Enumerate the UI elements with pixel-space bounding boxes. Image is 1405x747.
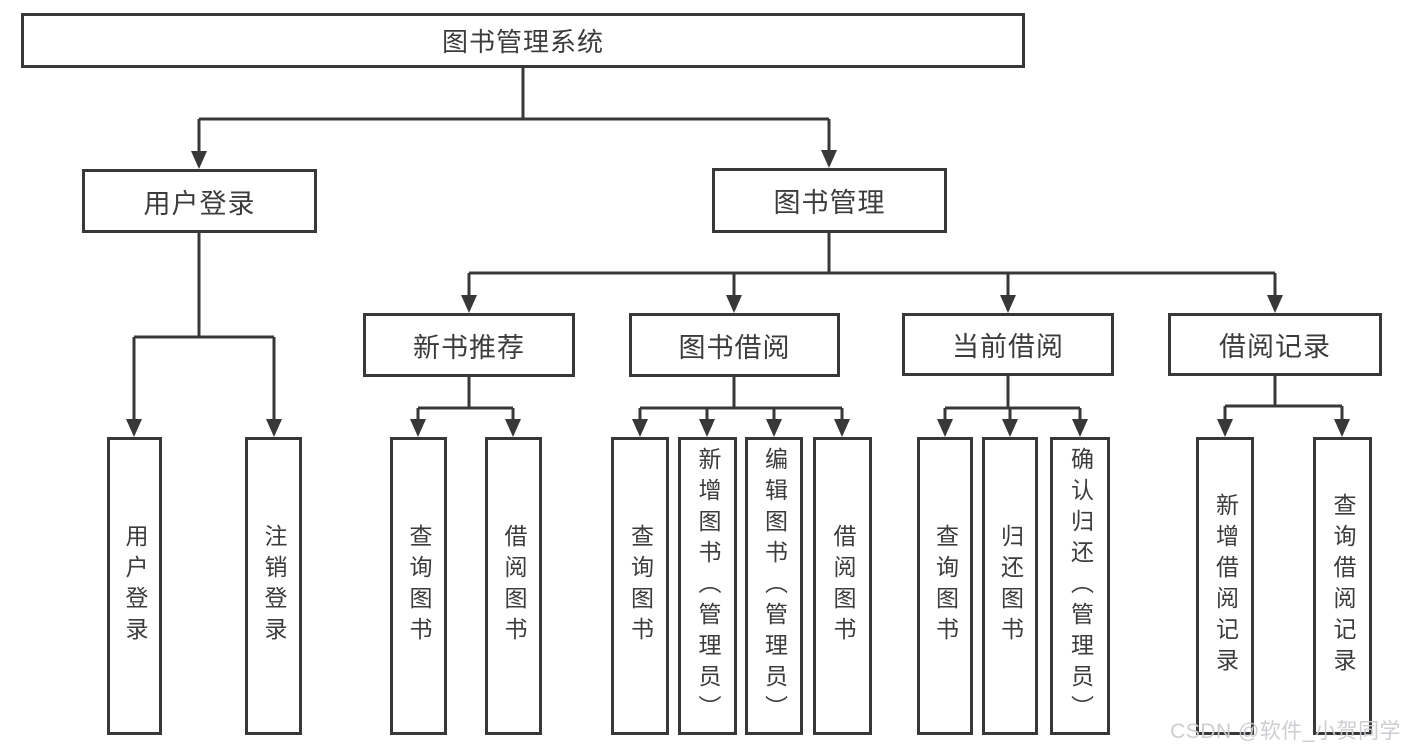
node-borrowing-records: 借阅记录 bbox=[1168, 313, 1382, 376]
node-new-book-recommend: 新书推荐 bbox=[363, 313, 575, 377]
leaf-return-books-label: 归还图书 bbox=[997, 524, 1024, 648]
leaf-confirm-return-admin: 确认归还（管理员） bbox=[1050, 437, 1110, 735]
node-library-system: 图书管理系统 bbox=[21, 13, 1025, 68]
node-book-borrowing: 图书借阅 bbox=[629, 313, 840, 377]
leaf-add-books-admin: 新增图书（管理员） bbox=[678, 437, 737, 735]
connector-paths bbox=[132, 68, 1344, 420]
leaf-add-borrow-record: 新增借阅记录 bbox=[1196, 437, 1254, 735]
node-book-management-label: 图书管理 bbox=[773, 188, 886, 218]
leaf-query-books-current: 查询图书 bbox=[917, 437, 973, 735]
node-user-login-label: 用户登录 bbox=[143, 188, 256, 219]
node-user-login: 用户登录 bbox=[82, 169, 317, 233]
leaf-query-books-recommend: 查询图书 bbox=[390, 437, 447, 735]
leaf-user-login-label: 用户登录 bbox=[122, 524, 148, 648]
leaf-query-borrow-record-label: 查询借阅记录 bbox=[1330, 493, 1356, 679]
leaf-return-books: 归还图书 bbox=[982, 437, 1038, 735]
node-new-book-recommend-label: 新书推荐 bbox=[413, 332, 525, 363]
leaf-borrow-books-recommend-label: 借阅图书 bbox=[501, 524, 527, 648]
leaf-query-books-borrowing: 查询图书 bbox=[611, 437, 669, 735]
node-current-borrowing: 当前借阅 bbox=[902, 313, 1114, 376]
leaf-borrow-books-borrowing-label: 借阅图书 bbox=[830, 524, 856, 648]
leaf-query-books-borrowing-label: 查询图书 bbox=[627, 524, 654, 648]
leaf-query-borrow-record: 查询借阅记录 bbox=[1313, 437, 1372, 735]
leaf-confirm-return-admin-label: 确认归还（管理员） bbox=[1067, 446, 1094, 726]
leaf-add-borrow-record-label: 新增借阅记录 bbox=[1212, 493, 1239, 679]
leaf-edit-books-admin: 编辑图书（管理员） bbox=[745, 437, 803, 735]
leaf-logout: 注销登录 bbox=[245, 437, 302, 735]
leaf-borrow-books-borrowing: 借阅图书 bbox=[813, 437, 872, 735]
node-library-system-label: 图书管理系统 bbox=[441, 27, 604, 57]
node-book-management: 图书管理 bbox=[712, 168, 947, 233]
node-borrowing-records-label: 借阅记录 bbox=[1219, 332, 1331, 362]
leaf-user-login: 用户登录 bbox=[107, 437, 162, 735]
arrowheads bbox=[126, 150, 1350, 437]
leaf-logout-label: 注销登录 bbox=[261, 524, 287, 648]
node-current-borrowing-label: 当前借阅 bbox=[952, 332, 1064, 362]
leaf-query-books-recommend-label: 查询图书 bbox=[406, 524, 432, 648]
csdn-watermark: CSDN @软件_小贺同学 bbox=[1170, 720, 1401, 743]
leaf-edit-books-admin-label: 编辑图书（管理员） bbox=[761, 446, 788, 726]
leaf-add-books-admin-label: 新增图书（管理员） bbox=[695, 446, 721, 726]
leaf-borrow-books-recommend: 借阅图书 bbox=[485, 437, 542, 735]
node-book-borrowing-label: 图书借阅 bbox=[678, 332, 791, 363]
leaf-query-books-current-label: 查询图书 bbox=[932, 524, 959, 648]
